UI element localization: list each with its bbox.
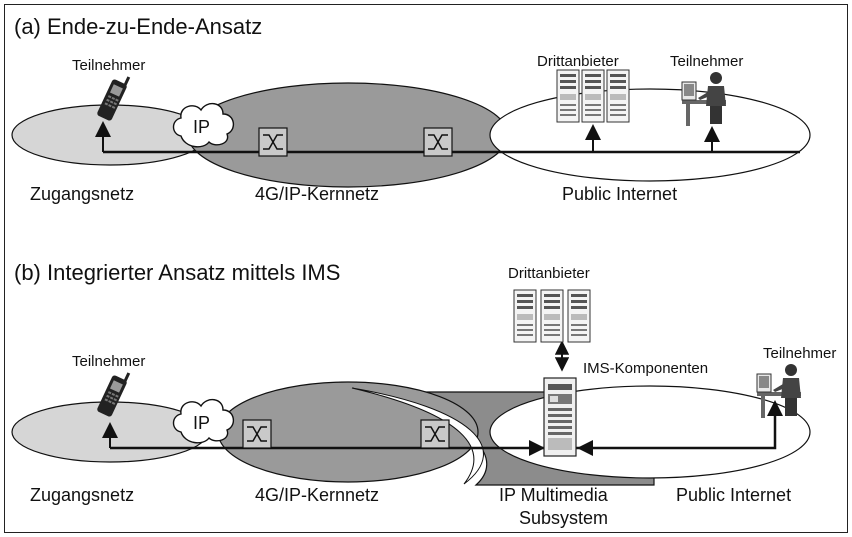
- public-internet-label-a: Public Internet: [562, 184, 677, 204]
- public-internet-ellipse-a: [489, 88, 811, 182]
- router-icon-b-1: [242, 419, 272, 449]
- subscriber-right-label-b: Teilnehmer: [763, 345, 836, 362]
- core-network-label-b: 4G/IP-Kernnetz: [255, 485, 379, 505]
- third-party-label-b: Drittanbieter: [508, 265, 590, 282]
- connection-line-b-right: [575, 412, 777, 450]
- ims-crescent: [351, 387, 484, 485]
- access-network-label-a: Zugangsnetz: [30, 184, 134, 204]
- server-icon-a-3: [606, 69, 630, 123]
- subscriber-left-label-b: Teilnehmer: [72, 353, 145, 370]
- ip-label-a: IP: [193, 117, 210, 137]
- server-icon-b-1: [513, 289, 537, 343]
- part-b-title: (b) Integrierter Ansatz mittels IMS: [14, 260, 340, 285]
- server-icon-b-3: [567, 289, 591, 343]
- router-icon-b-2: [420, 419, 450, 449]
- part-a: (a) Ende-zu-Ende-Ansatz IP Teilnehmer Dr…: [11, 14, 811, 204]
- router-icon-a-2: [423, 127, 453, 157]
- ims-label-line2: Subsystem: [519, 508, 608, 528]
- part-b: (b) Integrierter Ansatz mittels IMS IP T…: [11, 260, 836, 528]
- core-network-ellipse-a: [187, 82, 509, 188]
- subscriber-right-label-a: Teilnehmer: [670, 53, 743, 70]
- router-icon-a-1: [258, 127, 288, 157]
- subscriber-left-label-a: Teilnehmer: [72, 57, 145, 74]
- server-icon-a-1: [556, 69, 580, 123]
- part-a-title: (a) Ende-zu-Ende-Ansatz: [14, 14, 262, 39]
- ims-components-server-icon: [543, 377, 577, 457]
- public-internet-label-b: Public Internet: [676, 485, 791, 505]
- outer-frame: [4, 4, 848, 533]
- server-icon-b-2: [540, 289, 564, 343]
- core-network-label-a: 4G/IP-Kernnetz: [255, 184, 379, 204]
- access-network-label-b: Zugangsnetz: [30, 485, 134, 505]
- ims-components-label: IMS-Komponenten: [583, 360, 708, 377]
- ip-label-b: IP: [193, 413, 210, 433]
- ims-label-line1: IP Multimedia: [499, 485, 609, 505]
- server-icon-a-2: [581, 69, 605, 123]
- third-party-label-a: Drittanbieter: [537, 53, 619, 70]
